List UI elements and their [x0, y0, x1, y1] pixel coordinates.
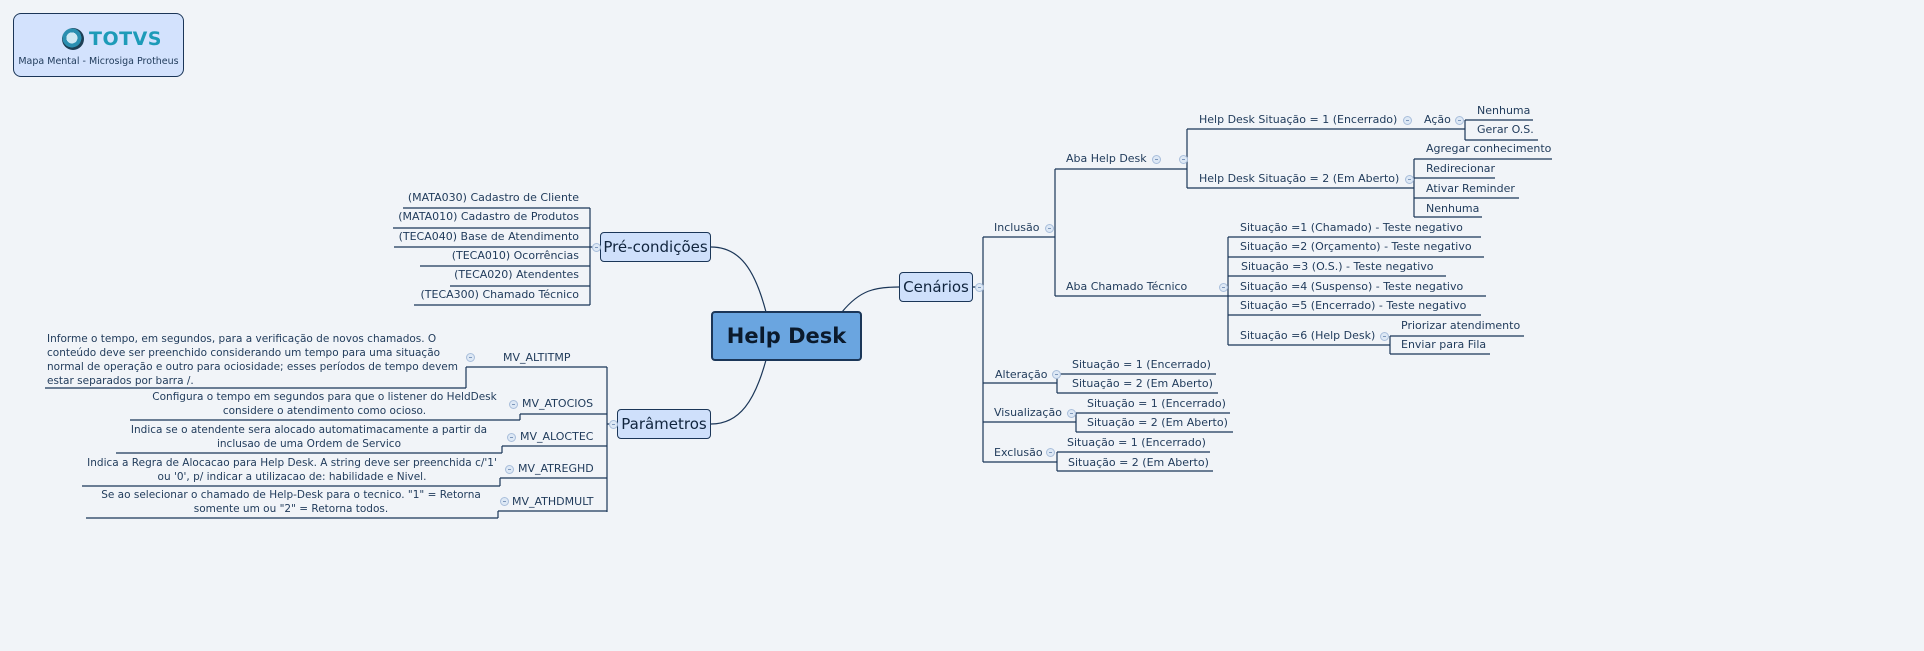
param-name[interactable]: MV_ATHDMULT [512, 495, 594, 508]
collapse-icon[interactable] [592, 243, 601, 252]
collapse-icon[interactable] [1046, 448, 1055, 457]
precondicao-item[interactable]: (MATA030) Cadastro de Cliente [407, 191, 579, 204]
node-hd-situacao-2[interactable]: Help Desk Situação = 2 (Em Aberto) [1199, 172, 1400, 185]
chamado-situacao[interactable]: Situação =2 (Orçamento) - Teste negativo [1240, 240, 1472, 253]
node-hd-situacao-1[interactable]: Help Desk Situação = 1 (Encerrado) [1199, 113, 1398, 126]
brand-name: TOTVS [89, 28, 162, 50]
acao-item[interactable]: Nenhuma [1426, 202, 1480, 215]
collapse-icon[interactable] [975, 283, 984, 292]
alteracao-item[interactable]: Situação = 1 (Encerrado) [1072, 358, 1211, 371]
collapse-icon[interactable] [609, 420, 618, 429]
collapse-icon[interactable] [1403, 116, 1412, 125]
collapse-icon[interactable] [507, 433, 516, 442]
central-node[interactable]: Help Desk [711, 311, 862, 361]
node-exclusao[interactable]: Exclusão [994, 446, 1043, 459]
acao-item[interactable]: Ativar Reminder [1426, 182, 1515, 195]
param-desc: Configura o tempo em segundos para que o… [152, 391, 497, 417]
logo-subtitle: Mapa Mental - Microsiga Protheus [18, 56, 179, 67]
param-name[interactable]: MV_ALOCTEC [520, 430, 594, 443]
precondicao-item[interactable]: (TECA040) Base de Atendimento [398, 230, 579, 243]
exclusao-item[interactable]: Situação = 1 (Encerrado) [1067, 436, 1206, 449]
acao-item[interactable]: Redirecionar [1426, 162, 1496, 175]
acao-item[interactable]: Gerar O.S. [1477, 123, 1534, 136]
node-acao[interactable]: Ação [1424, 113, 1451, 126]
collapse-icon[interactable] [1179, 155, 1188, 164]
collapse-icon[interactable] [509, 400, 518, 409]
sit6-child[interactable]: Enviar para Fila [1401, 338, 1487, 351]
visualizacao-item[interactable]: Situação = 2 (Em Aberto) [1087, 416, 1228, 429]
precondicao-item[interactable]: (TECA300) Chamado Técnico [420, 288, 579, 301]
param-name[interactable]: MV_ATOCIOS [522, 397, 594, 410]
collapse-icon[interactable] [1380, 332, 1389, 341]
acao-item[interactable]: Agregar conhecimento [1426, 142, 1552, 155]
acao-item[interactable]: Nenhuma [1477, 104, 1531, 117]
param-desc: Informe o tempo, em segundos, para a ver… [47, 333, 458, 387]
totvs-logo-card: TOTVS Mapa Mental - Microsiga Protheus [13, 13, 184, 77]
sit6-child[interactable]: Priorizar atendimento [1401, 319, 1521, 332]
collapse-icon[interactable] [1152, 155, 1161, 164]
collapse-icon[interactable] [505, 465, 514, 474]
chamado-situacao[interactable]: Situação =3 (O.S.) - Teste negativo [1241, 260, 1434, 273]
collapse-icon[interactable] [500, 497, 509, 506]
collapse-icon[interactable] [1455, 116, 1464, 125]
chamado-situacao[interactable]: Situação =6 (Help Desk) [1240, 329, 1376, 342]
node-visualizacao[interactable]: Visualização [994, 406, 1062, 419]
node-parametros[interactable]: Parâmetros [617, 409, 711, 439]
collapse-icon[interactable] [1067, 409, 1076, 418]
totvs-logo: TOTVS [62, 28, 162, 50]
chamado-situacao[interactable]: Situação =4 (Suspenso) - Teste negativo [1240, 280, 1464, 293]
chamado-situacao[interactable]: Situação =5 (Encerrado) - Teste negativo [1240, 299, 1467, 312]
exclusao-item[interactable]: Situação = 2 (Em Aberto) [1068, 456, 1209, 469]
alteracao-item[interactable]: Situação = 2 (Em Aberto) [1072, 377, 1213, 390]
param-name[interactable]: MV_ALTITMP [503, 351, 571, 364]
collapse-icon[interactable] [1219, 283, 1228, 292]
precondicao-item[interactable]: (TECA010) Ocorrências [451, 249, 579, 262]
chamado-situacao[interactable]: Situação =1 (Chamado) - Teste negativo [1240, 221, 1463, 234]
node-inclusao[interactable]: Inclusão [994, 221, 1040, 234]
collapse-icon[interactable] [1045, 224, 1054, 233]
node-aba-chamado-tecnico[interactable]: Aba Chamado Técnico [1066, 280, 1188, 293]
collapse-icon[interactable] [1405, 175, 1414, 184]
node-alteracao[interactable]: Alteração [995, 368, 1048, 381]
param-desc: Se ao selecionar o chamado de Help-Desk … [101, 489, 481, 515]
node-cenarios[interactable]: Cenários [899, 272, 973, 302]
node-aba-help-desk[interactable]: Aba Help Desk [1066, 152, 1147, 165]
collapse-icon[interactable] [1052, 370, 1061, 379]
param-desc: Indica a Regra de Alocacao para Help Des… [87, 457, 497, 483]
precondicao-item[interactable]: (MATA010) Cadastro de Produtos [398, 210, 579, 223]
param-name[interactable]: MV_ATREGHD [518, 462, 594, 475]
node-precondicoes[interactable]: Pré-condições [600, 232, 711, 262]
globe-icon [62, 28, 84, 50]
visualizacao-item[interactable]: Situação = 1 (Encerrado) [1087, 397, 1226, 410]
param-desc: Indica se o atendente sera alocado autom… [130, 424, 488, 450]
collapse-icon[interactable] [466, 353, 475, 362]
precondicao-item[interactable]: (TECA020) Atendentes [454, 268, 579, 281]
